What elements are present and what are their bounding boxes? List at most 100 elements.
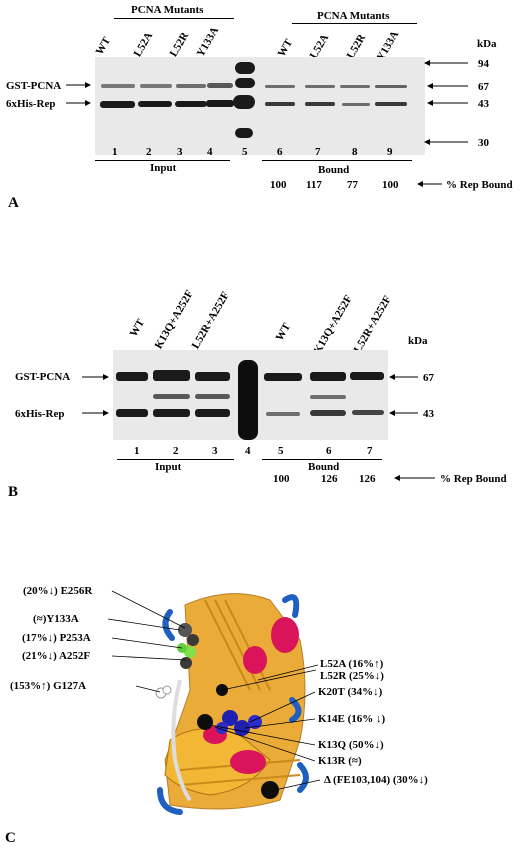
band xyxy=(352,410,384,415)
band xyxy=(138,101,172,107)
band xyxy=(310,372,346,381)
mutation-label: (20%↓) E256R xyxy=(23,585,93,597)
marker-lane xyxy=(238,360,258,440)
percent-value: 100 xyxy=(382,179,399,191)
band xyxy=(350,372,384,380)
marker-band xyxy=(235,78,255,88)
lane-number: 7 xyxy=(367,445,373,457)
marker-band xyxy=(235,128,253,138)
lane-number: 5 xyxy=(278,445,284,457)
panel-letter-a: A xyxy=(8,195,19,211)
percent-label: % Rep Bound xyxy=(440,473,507,485)
band xyxy=(264,373,302,381)
input-bracket-line xyxy=(117,459,234,460)
mutation-label: L52R (25%↓) xyxy=(320,670,384,682)
band xyxy=(310,395,346,399)
lane-number: 1 xyxy=(134,445,140,457)
mutation-label: K13R (≈) xyxy=(318,755,362,767)
lane-number: 6 xyxy=(326,445,332,457)
band xyxy=(153,394,190,399)
bound-label: Bound xyxy=(308,461,340,473)
band xyxy=(140,84,172,88)
band xyxy=(101,84,135,88)
band xyxy=(116,372,148,381)
group-underline-right xyxy=(292,23,417,24)
percent-label: % Rep Bound xyxy=(446,179,513,191)
lane-number: 2 xyxy=(146,146,152,158)
mutation-label: L52A (16%↑) xyxy=(320,658,384,670)
band xyxy=(153,409,190,417)
panel-letter-b: B xyxy=(8,484,19,500)
input-label: Input xyxy=(155,461,182,473)
band xyxy=(153,370,190,381)
bound-bracket-line xyxy=(262,160,412,161)
lane-number: 3 xyxy=(212,445,218,457)
band xyxy=(265,102,295,106)
marker-67: 67 xyxy=(423,372,434,384)
percent-value: 100 xyxy=(270,179,287,191)
input-label: Input xyxy=(150,162,177,174)
band xyxy=(195,394,230,399)
band-label-his-rep: 6xHis-Rep xyxy=(6,98,56,110)
lane-number: 7 xyxy=(315,146,321,158)
marker-43: 43 xyxy=(478,98,489,110)
lane-number: 8 xyxy=(352,146,358,158)
percent-value: 77 xyxy=(347,179,358,191)
band xyxy=(266,412,300,416)
mutation-label: (17%↓) P253A xyxy=(22,632,91,644)
mutation-label: (≈)Y133A xyxy=(33,613,79,625)
lane-number: 9 xyxy=(387,146,393,158)
band xyxy=(207,83,233,88)
kda-label: kDa xyxy=(408,335,428,347)
lane-number: 4 xyxy=(245,445,251,457)
mutation-label: (153%↑) G127A xyxy=(10,680,87,692)
mutation-label: Δ (FE103,104) (30%↓) xyxy=(324,774,428,786)
lane-number: 1 xyxy=(112,146,118,158)
band xyxy=(375,85,407,88)
group-underline-left xyxy=(114,18,234,19)
band xyxy=(175,101,207,107)
band xyxy=(305,102,335,106)
mutation-label: (21%↓) A252F xyxy=(22,650,91,662)
percent-value: 126 xyxy=(321,473,338,485)
group-label-right: PCNA Mutants xyxy=(317,10,390,22)
band-label-his-rep: 6xHis-Rep xyxy=(15,408,65,420)
mutation-label: K20T (34%↓) xyxy=(318,686,383,698)
lane-number: 3 xyxy=(177,146,183,158)
kda-label: kDa xyxy=(477,38,497,50)
percent-value: 117 xyxy=(306,179,322,191)
band xyxy=(340,85,370,88)
protein-structure xyxy=(155,593,309,815)
marker-43: 43 xyxy=(423,408,434,420)
bound-bracket-line xyxy=(262,459,382,460)
band xyxy=(310,410,346,416)
lane-number: 2 xyxy=(173,445,179,457)
marker-band xyxy=(235,62,255,74)
group-label-left: PCNA Mutants xyxy=(131,4,204,16)
band xyxy=(305,85,335,88)
lane-number: 4 xyxy=(207,146,213,158)
band xyxy=(116,409,148,417)
band xyxy=(375,102,407,106)
band xyxy=(195,372,230,381)
marker-67: 67 xyxy=(478,81,489,93)
marker-94: 94 xyxy=(478,58,489,70)
band xyxy=(176,84,206,88)
band xyxy=(342,103,370,106)
lane-number: 6 xyxy=(277,146,283,158)
band xyxy=(265,85,295,88)
marker-band xyxy=(233,95,255,109)
lane-number: 5 xyxy=(242,146,248,158)
percent-value: 100 xyxy=(273,473,290,485)
band xyxy=(206,100,234,107)
marker-30: 30 xyxy=(478,137,489,149)
band-label-gst-pcna: GST-PCNA xyxy=(15,371,71,383)
band xyxy=(100,101,135,108)
band xyxy=(195,409,230,417)
bound-label: Bound xyxy=(318,164,350,176)
panel-letter-c: C xyxy=(5,830,16,846)
input-bracket-line xyxy=(95,160,230,161)
band-label-gst-pcna: GST-PCNA xyxy=(6,80,62,92)
mutation-label: K14E (16% ↓) xyxy=(318,713,386,725)
